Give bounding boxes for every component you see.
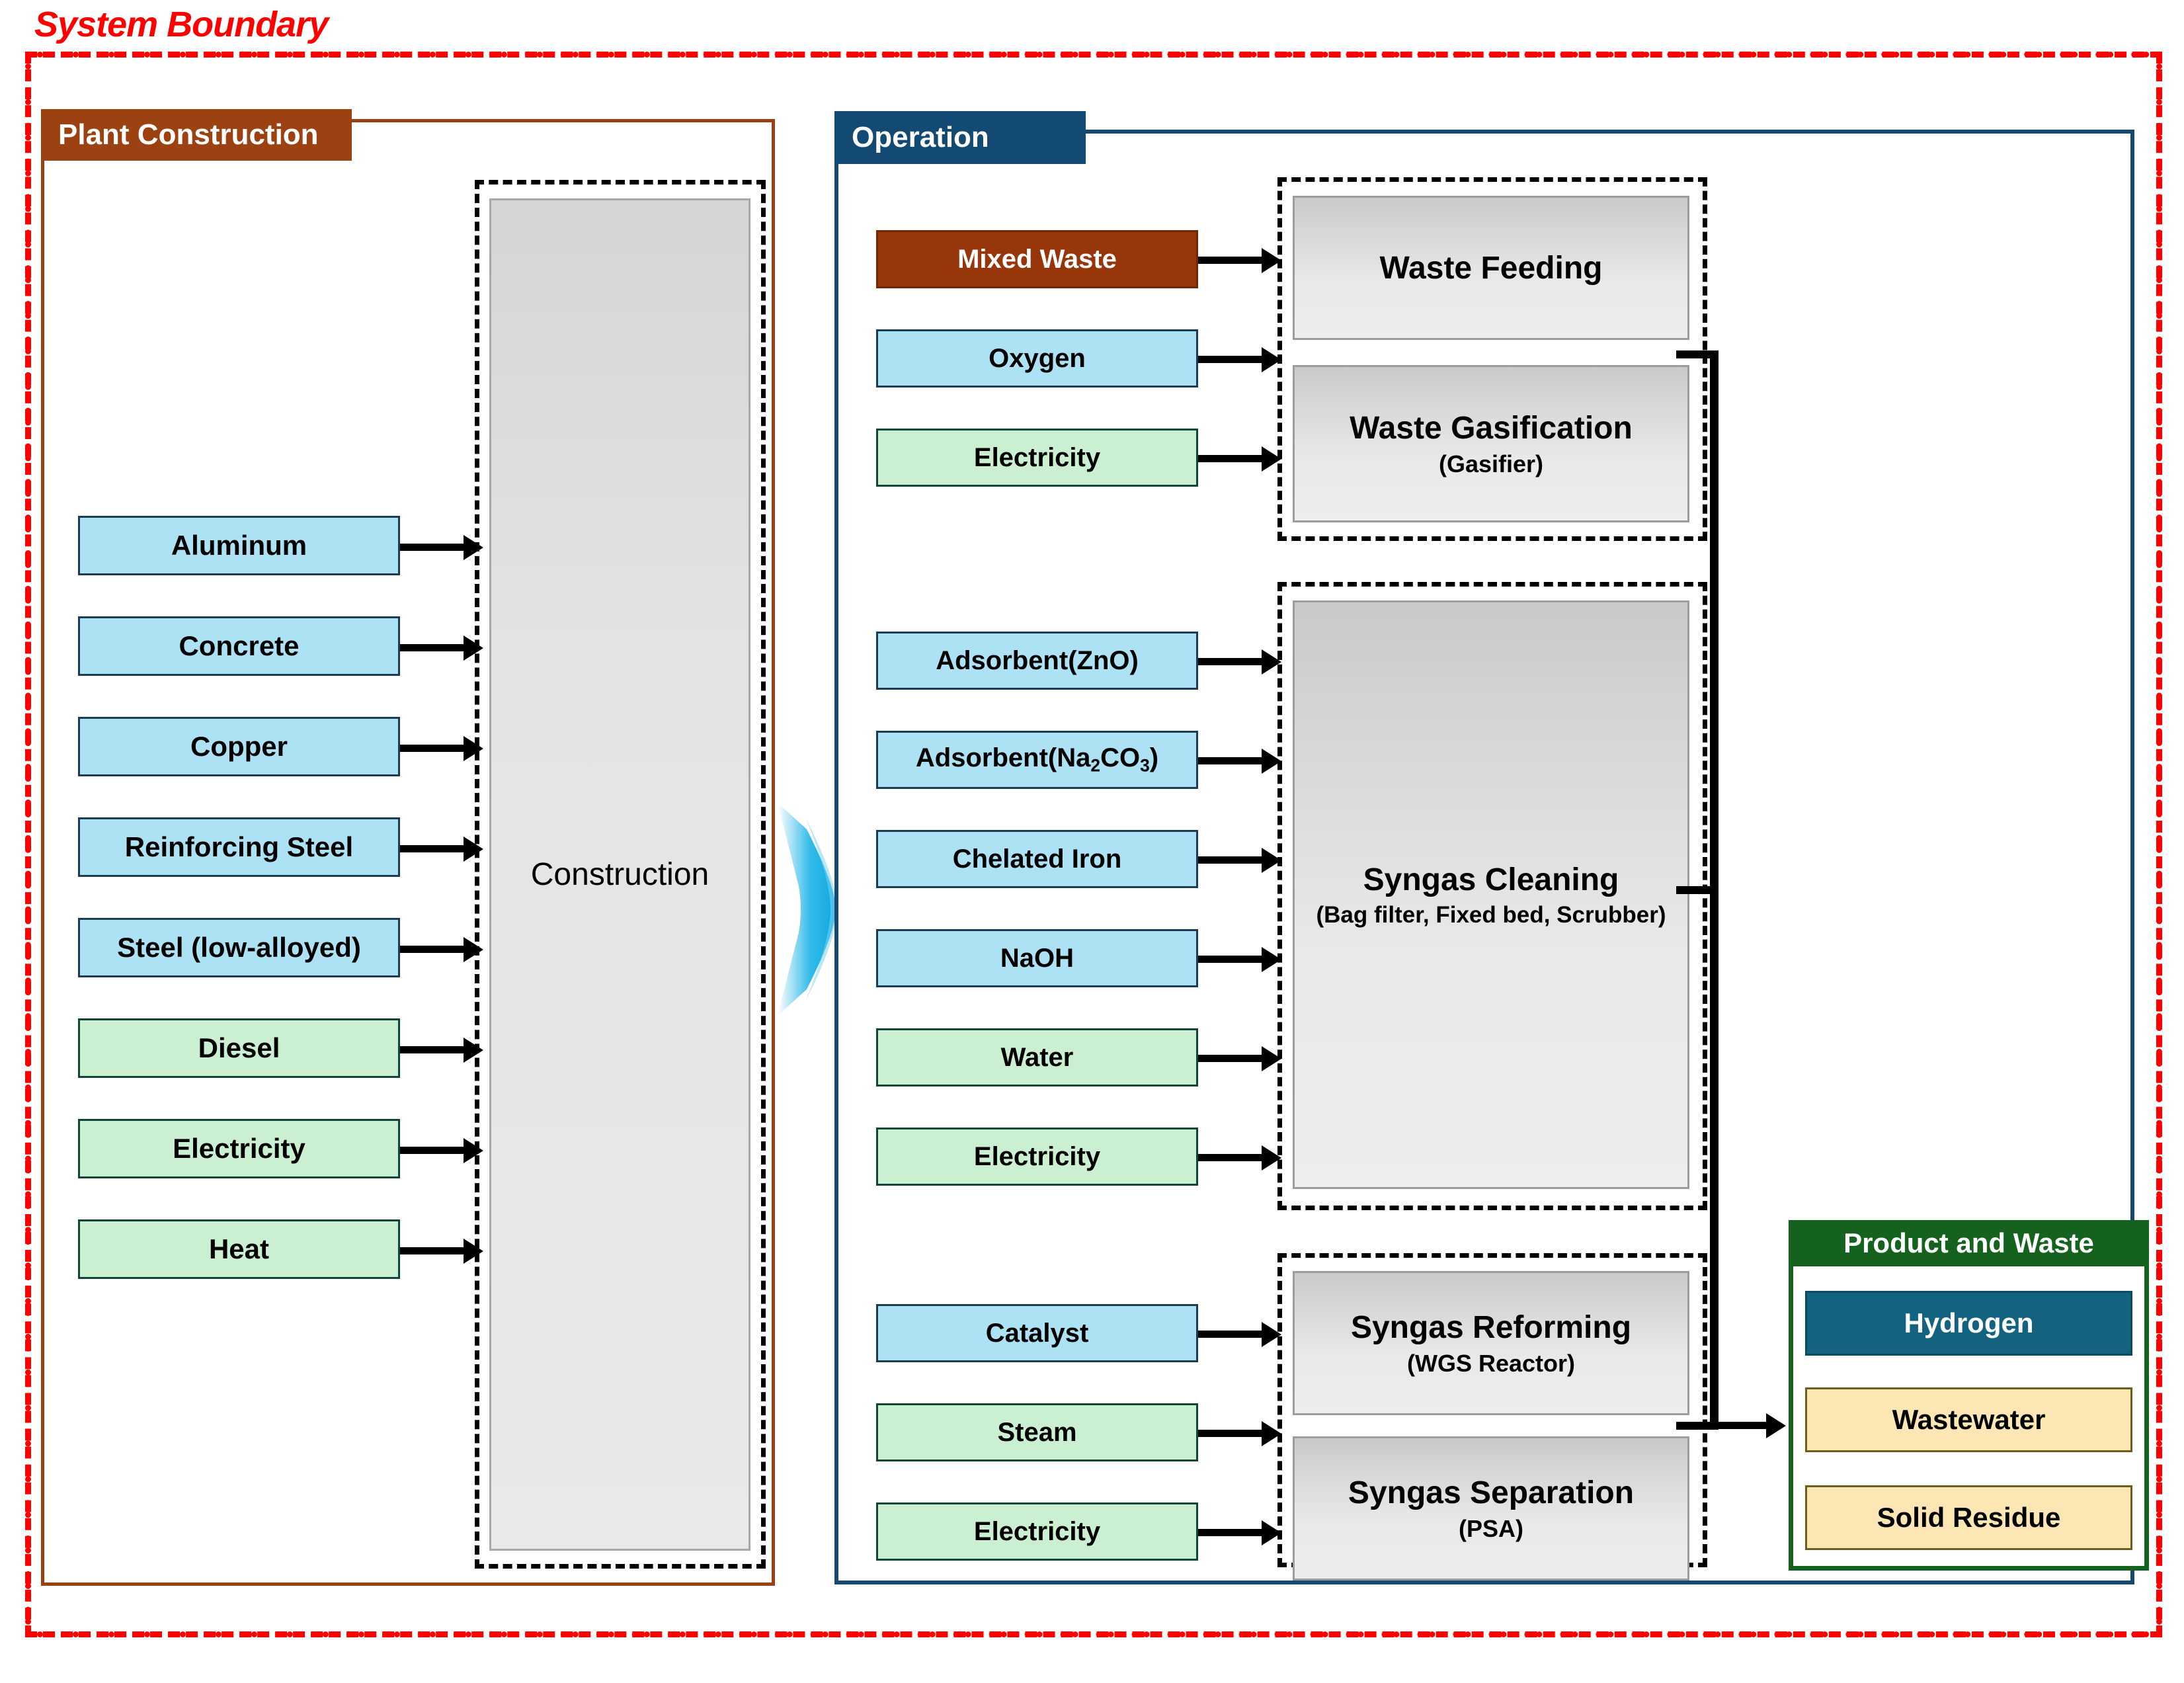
process-box-waste-feeding[interactable]: Waste Feeding [1293, 196, 1689, 340]
process-title: Syngas Cleaning [1363, 862, 1619, 897]
output-box-hydrogen[interactable]: Hydrogen [1805, 1291, 2132, 1356]
process-subtitle: (Gasifier) [1438, 450, 1544, 477]
arrow-electricity-to-gasification [1198, 455, 1264, 462]
arrow-diesel-to-construction [400, 1046, 466, 1053]
product-and-waste-tab: Product and Waste [1789, 1220, 2149, 1266]
input-box-adsorbent-na2co3[interactable]: Adsorbent(Na2CO3) [876, 731, 1198, 789]
input-box-adsorbent-zno[interactable]: Adsorbent(ZnO) [876, 632, 1198, 690]
process-title: Waste Feeding [1379, 250, 1603, 286]
process-box-waste-gasification[interactable]: Waste Gasification (Gasifier) [1293, 365, 1689, 522]
process-subtitle: (PSA) [1459, 1514, 1523, 1542]
input-box-electricity-cleaning[interactable]: Electricity [876, 1128, 1198, 1186]
arrow-copper-to-construction [400, 745, 466, 752]
input-box-diesel[interactable]: Diesel [78, 1018, 400, 1078]
output-box-wastewater[interactable]: Wastewater [1805, 1387, 2132, 1452]
input-box-oxygen[interactable]: Oxygen [876, 329, 1198, 388]
arrow-electricity-to-construction [400, 1147, 466, 1154]
process-box-syngas-separation[interactable]: Syngas Separation (PSA) [1293, 1436, 1689, 1580]
input-box-copper[interactable]: Copper [78, 717, 400, 776]
system-boundary-frame [25, 52, 2162, 1637]
process-box-syngas-reforming[interactable]: Syngas Reforming (WGS Reactor) [1293, 1271, 1689, 1415]
arrow-catalyst-to-reforming [1198, 1331, 1264, 1338]
arrow-adsorbent-na2co3-to-cleaning [1198, 757, 1264, 764]
arrow-concrete-to-construction [400, 644, 466, 651]
input-box-steam[interactable]: Steam [876, 1403, 1198, 1461]
arrow-chelated-iron-to-cleaning [1198, 856, 1264, 864]
construction-group-container [475, 180, 766, 1569]
stub-gasification-to-bus [1676, 350, 1719, 358]
arrow-heat-to-construction [400, 1247, 466, 1254]
input-box-steel-low-alloyed[interactable]: Steel (low-alloyed) [78, 918, 400, 977]
operation-tab: Operation [834, 111, 1086, 164]
cleaning-group-container [1277, 582, 1707, 1210]
process-title: Syngas Reforming [1350, 1309, 1632, 1345]
input-box-aluminum[interactable]: Aluminum [78, 516, 400, 575]
arrow-electricity-to-separation [1198, 1529, 1264, 1536]
input-box-reinforcing-steel[interactable]: Reinforcing Steel [78, 817, 400, 877]
input-box-electricity-gasification[interactable]: Electricity [876, 429, 1198, 487]
arrow-naoh-to-cleaning [1198, 956, 1264, 963]
arrow-reinforcing-steel-to-construction [400, 845, 466, 852]
process-title: Waste Gasification [1350, 410, 1633, 446]
arrow-steel-to-construction [400, 946, 466, 953]
process-subtitle: (WGS Reactor) [1406, 1349, 1576, 1377]
arrow-mixed-waste-to-feeding [1198, 257, 1264, 264]
input-box-mixed-waste[interactable]: Mixed Waste [876, 230, 1198, 288]
output-box-solid-residue[interactable]: Solid Residue [1805, 1485, 2132, 1550]
process-subtitle: (Bag filter, Fixed bed, Scrubber) [1316, 901, 1666, 928]
input-label: Adsorbent(Na2CO3) [915, 743, 1159, 776]
input-box-water[interactable]: Water [876, 1028, 1198, 1087]
process-box-construction[interactable]: Construction [489, 198, 750, 1551]
arrow-steam-to-reforming [1198, 1430, 1264, 1437]
input-box-catalyst[interactable]: Catalyst [876, 1304, 1198, 1362]
arrow-water-to-cleaning [1198, 1055, 1264, 1062]
input-box-naoh[interactable]: NaOH [876, 929, 1198, 987]
process-box-syngas-cleaning[interactable]: Syngas Cleaning (Bag filter, Fixed bed, … [1293, 600, 1689, 1189]
input-box-electricity-separation[interactable]: Electricity [876, 1502, 1198, 1561]
stub-cleaning-to-bus [1676, 886, 1719, 894]
arrow-bus-to-product-waste [1676, 1422, 1769, 1429]
input-box-heat[interactable]: Heat [78, 1219, 400, 1279]
plant-construction-tab: Plant Construction [41, 109, 352, 161]
transition-chevron-icon [772, 800, 845, 1018]
system-boundary-title: System Boundary [34, 5, 329, 44]
arrow-aluminum-to-construction [400, 544, 466, 551]
input-box-electricity-plant[interactable]: Electricity [78, 1119, 400, 1178]
arrow-oxygen-to-gasification [1198, 356, 1264, 363]
arrow-adsorbent-zno-to-cleaning [1198, 658, 1264, 665]
gasification-group-container [1277, 177, 1707, 541]
input-box-chelated-iron[interactable]: Chelated Iron [876, 830, 1198, 888]
arrow-electricity-to-cleaning [1198, 1154, 1264, 1161]
input-box-concrete[interactable]: Concrete [78, 616, 400, 676]
process-title: Syngas Separation [1348, 1475, 1635, 1510]
